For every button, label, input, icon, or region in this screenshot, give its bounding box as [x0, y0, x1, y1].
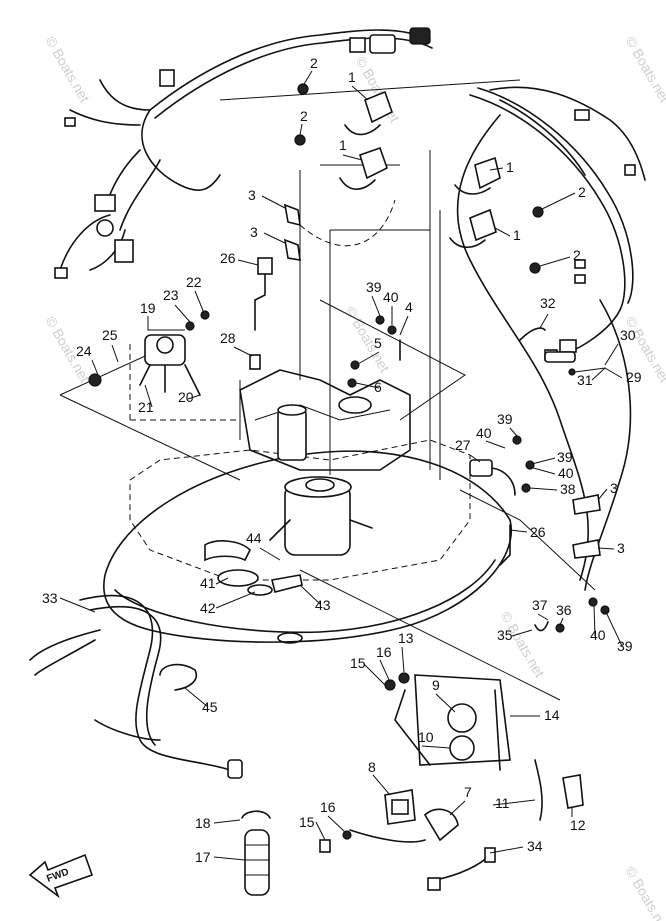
engine-block — [129, 369, 471, 581]
callout-39: 39 — [557, 449, 573, 465]
callout-25: 25 — [102, 327, 118, 343]
parts-41-44 — [204, 540, 303, 596]
callout-2: 2 — [573, 247, 581, 263]
callout-39: 39 — [497, 411, 513, 427]
callout-40: 40 — [558, 465, 574, 481]
callout-20: 20 — [178, 389, 194, 405]
callout-5: 5 — [374, 335, 382, 351]
callout-40: 40 — [476, 425, 492, 441]
callout-34: 34 — [527, 838, 543, 854]
switch-panel — [384, 672, 511, 771]
callout-1: 1 — [506, 159, 514, 175]
callout-28: 28 — [220, 330, 236, 346]
callout-15: 15 — [350, 655, 366, 671]
fwd-arrow: FWD — [28, 853, 94, 899]
watermark-top-right: © Boats.net — [622, 34, 666, 106]
starter-relay-27 — [469, 435, 535, 566]
callout-41: 41 — [200, 575, 216, 591]
callout-1: 1 — [348, 69, 356, 85]
callout-39: 39 — [617, 638, 633, 654]
callout-12: 12 — [570, 817, 586, 833]
callout-21: 21 — [138, 399, 154, 415]
callout-4: 4 — [405, 299, 413, 315]
callout-3: 3 — [617, 540, 625, 556]
callout-43: 43 — [315, 597, 331, 613]
callout-14: 14 — [544, 707, 560, 723]
callout-3: 3 — [250, 224, 258, 240]
parts-7-8-11-12 — [349, 759, 584, 843]
callout-7: 7 — [464, 784, 472, 800]
callout-22: 22 — [186, 274, 202, 290]
callout-18: 18 — [195, 815, 211, 831]
callout-1: 1 — [513, 227, 521, 243]
callout-40: 40 — [590, 627, 606, 643]
callout-33: 33 — [42, 590, 58, 606]
cable-26-top — [249, 257, 273, 370]
callout-45: 45 — [202, 699, 218, 715]
main-wire-harness — [54, 27, 521, 279]
callout-23: 23 — [163, 287, 179, 303]
callout-31: 31 — [577, 372, 593, 388]
callout-11: 11 — [495, 795, 510, 811]
parts-29-32 — [519, 327, 576, 376]
callout-35: 35 — [497, 627, 513, 643]
callout-37: 37 — [532, 597, 548, 613]
callout-26: 26 — [530, 524, 546, 540]
watermark-middle: © Boats.net — [342, 304, 393, 376]
plug-caps — [283, 199, 601, 559]
callout-9: 9 — [432, 677, 440, 693]
callout-39: 39 — [366, 279, 382, 295]
battery-cable-33 — [29, 594, 243, 779]
relay-assembly — [88, 310, 210, 396]
base-plate — [103, 450, 513, 644]
callout-6: 6 — [374, 379, 382, 395]
callout-19: 19 — [140, 300, 156, 316]
callout-40: 40 — [383, 289, 399, 305]
callout-15: 15 — [299, 814, 315, 830]
ignition-coils — [339, 90, 501, 249]
callout-17: 17 — [195, 849, 211, 865]
callout-3: 3 — [610, 480, 618, 496]
callout-2: 2 — [578, 184, 586, 200]
starter-motor — [269, 476, 373, 556]
parts-15-18-34 — [241, 810, 496, 896]
callout-1: 1 — [339, 137, 347, 153]
parts-35-40 — [347, 315, 610, 633]
callout-30: 30 — [620, 327, 636, 343]
callout-32: 32 — [540, 295, 556, 311]
callout-29: 29 — [626, 369, 642, 385]
callout-27: 27 — [455, 437, 471, 453]
callout-38: 38 — [560, 481, 576, 497]
callouts: 1 1 1 1 2 2 2 2 3 3 3 3 4 5 6 7 8 9 10 1… — [42, 55, 642, 865]
callout-36: 36 — [556, 602, 572, 618]
callout-13: 13 — [398, 630, 414, 646]
band-45 — [159, 663, 197, 691]
watermark-bottom-right: © Boats.net — [622, 864, 666, 921]
callout-42: 42 — [200, 600, 216, 616]
bolts — [294, 83, 544, 274]
callout-44: 44 — [246, 530, 262, 546]
callout-2: 2 — [310, 55, 318, 71]
callout-3: 3 — [248, 187, 256, 203]
watermark-top-left: © Boats.net — [42, 34, 93, 106]
watermark-lower: © Boats.net — [497, 609, 548, 681]
callout-16: 16 — [376, 644, 392, 660]
callout-10: 10 — [418, 729, 434, 745]
callout-leaders — [59, 70, 623, 861]
callout-2: 2 — [300, 108, 308, 124]
callout-16: 16 — [320, 799, 336, 815]
callout-26: 26 — [220, 250, 236, 266]
callout-24: 24 — [76, 343, 92, 359]
callout-8: 8 — [368, 759, 376, 775]
